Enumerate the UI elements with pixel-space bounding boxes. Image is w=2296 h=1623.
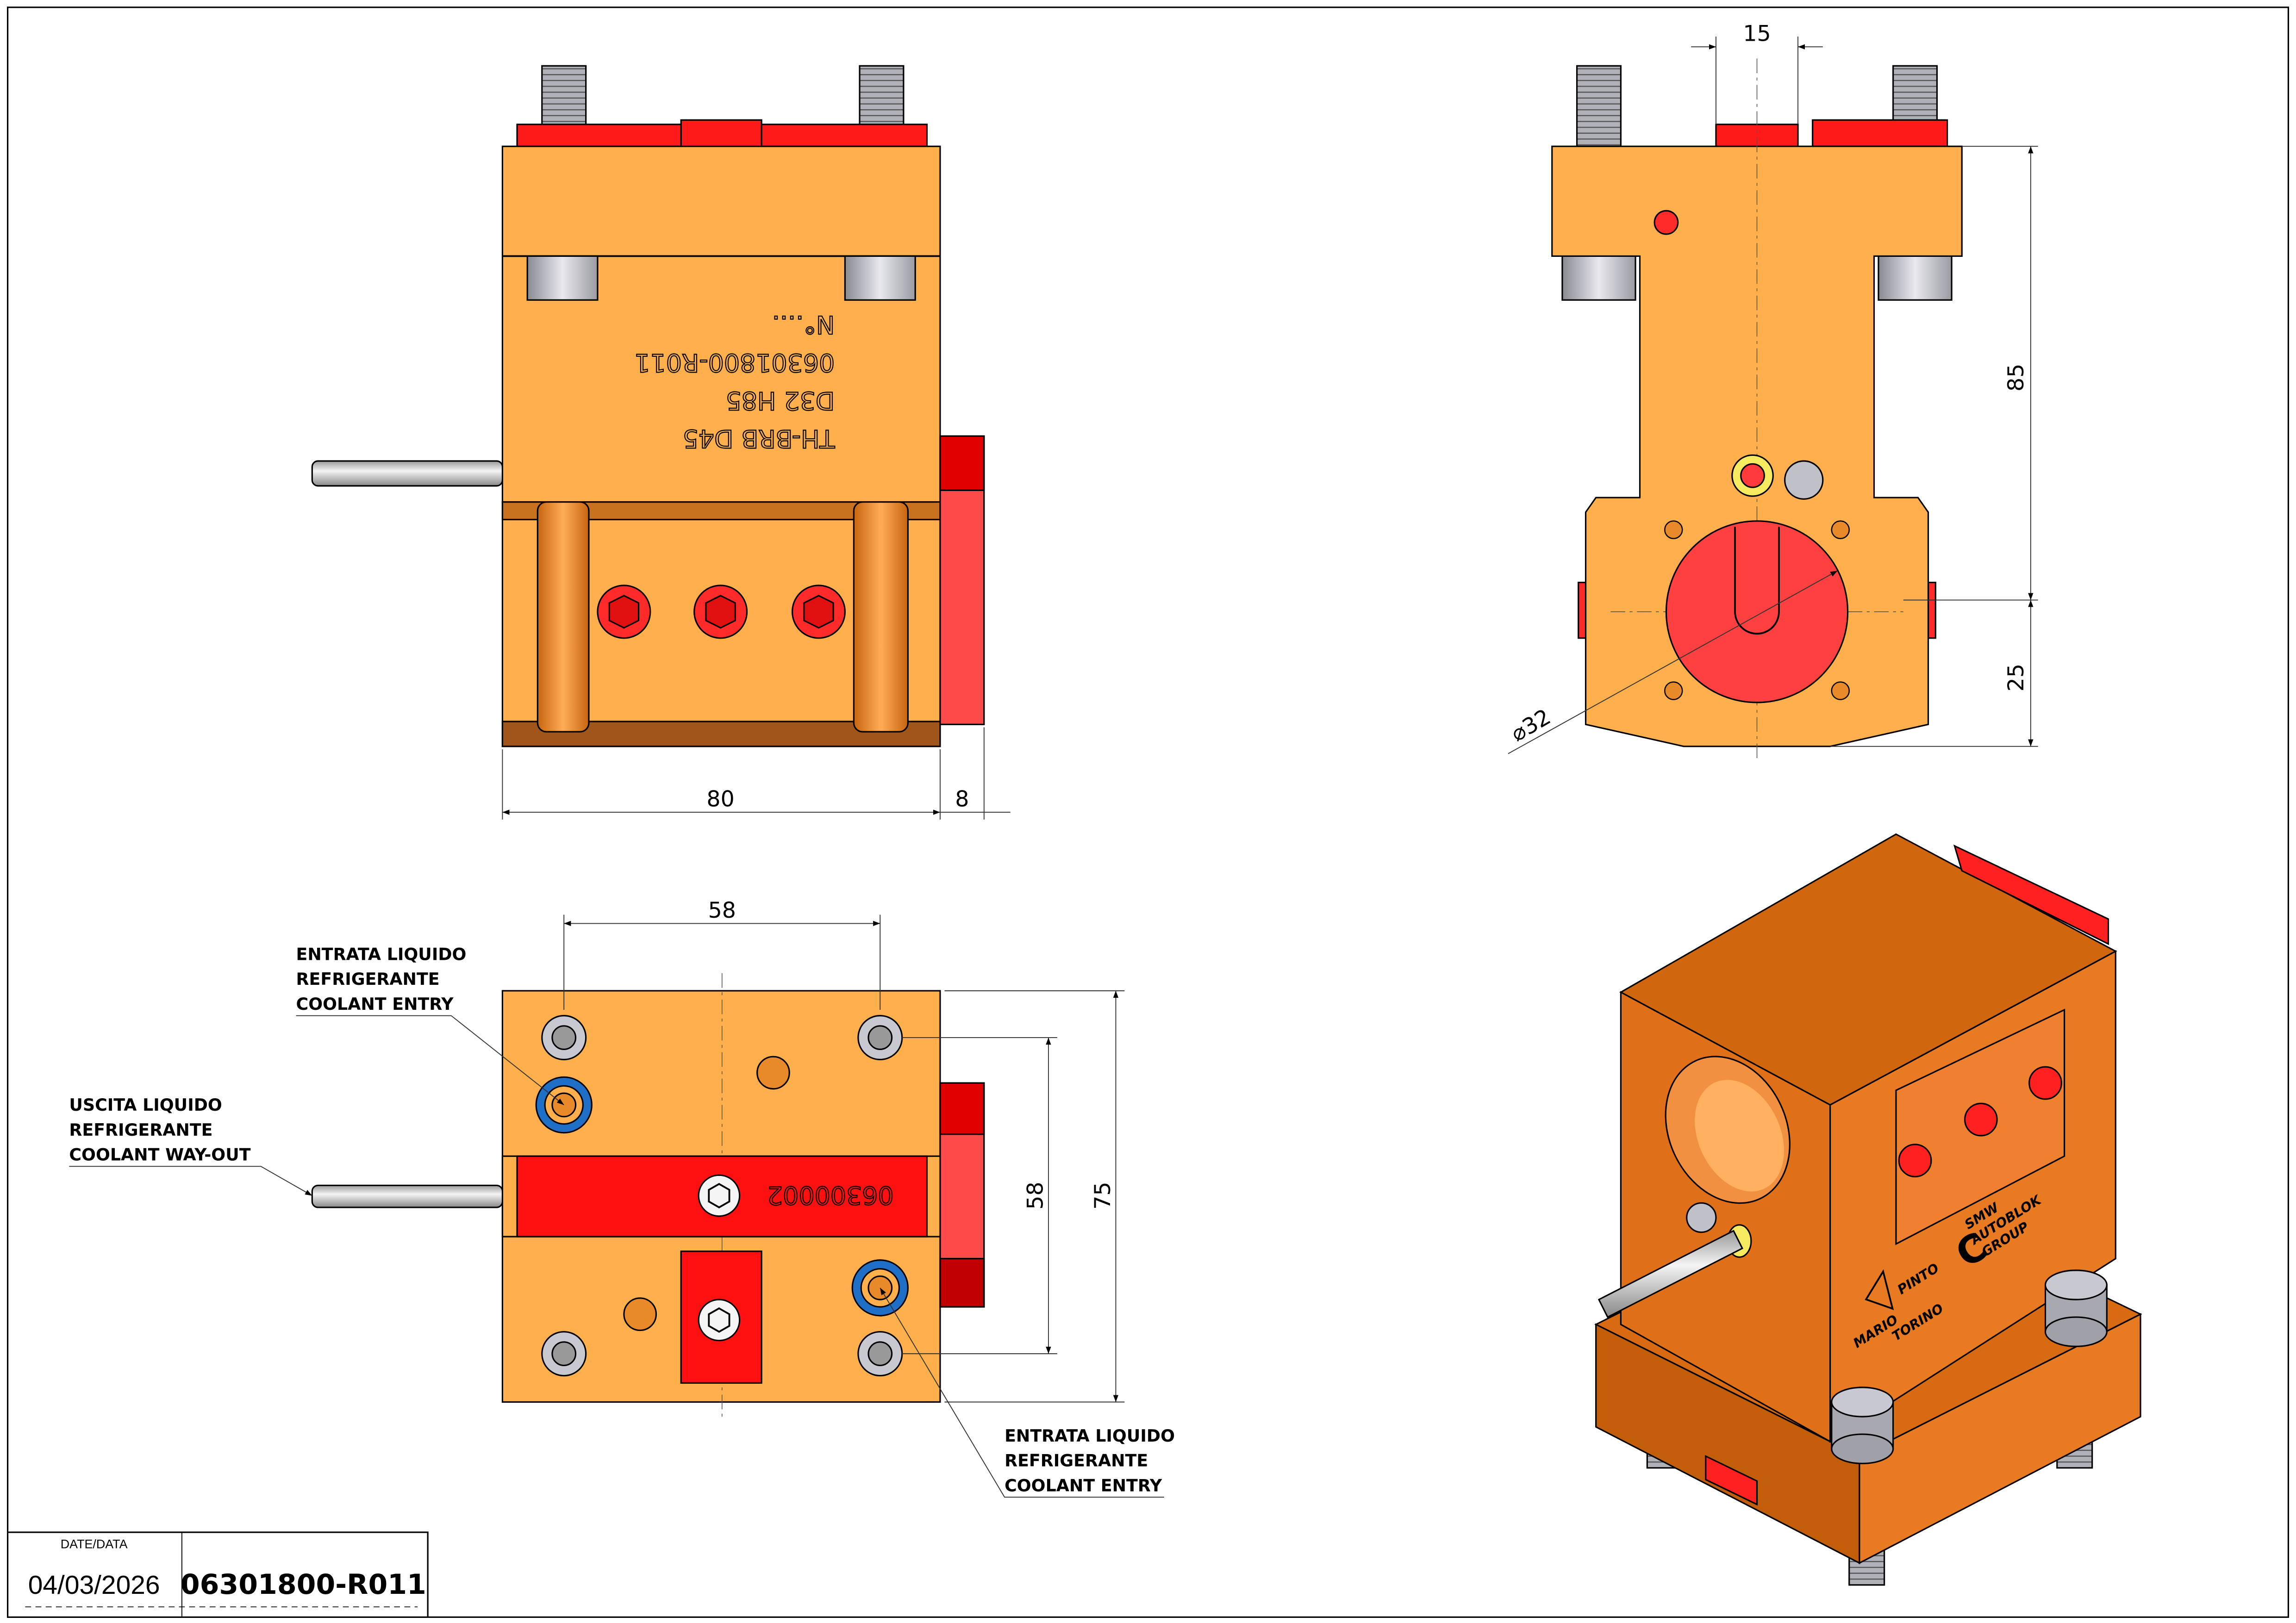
hex-screw bbox=[698, 1174, 741, 1217]
date-value: 04/03/2026 bbox=[28, 1570, 160, 1600]
guide-pin bbox=[844, 255, 916, 301]
dim-top: 15 bbox=[1743, 21, 1771, 47]
isometric-view: MARIO PINTO TORINO SMW AUTOBLOK GROUP C bbox=[1594, 833, 2142, 1586]
copper-hole bbox=[623, 1297, 657, 1331]
mounting-holes bbox=[1664, 520, 1850, 700]
dim-plate: 8 bbox=[955, 786, 969, 812]
engraving-line-1: TH-BRB D45 bbox=[683, 424, 836, 454]
dim-width: 80 bbox=[706, 786, 734, 812]
bore-slot bbox=[1734, 527, 1780, 635]
copper-hole bbox=[756, 1056, 790, 1090]
coolant-rod bbox=[1597, 1230, 1744, 1318]
bottom-view: 06300002 58 58 75 ENTRATA LIQUIDO bbox=[69, 898, 1175, 1498]
bore bbox=[1665, 520, 1849, 703]
side-view: 15 85 25 ⌀32 bbox=[1507, 21, 2038, 761]
label-coolant-entry-bottom: ENTRATA LIQUIDO REFRIGERANTE COOLANT ENT… bbox=[880, 1287, 1175, 1498]
guide-pin bbox=[1878, 255, 1953, 301]
side-plate-top bbox=[939, 435, 985, 491]
red-screws bbox=[597, 585, 846, 639]
copper-pillar bbox=[853, 501, 909, 733]
grey-screws bbox=[541, 1015, 903, 1377]
red-top-bar bbox=[1812, 119, 1948, 147]
label-line: COOLANT WAY-OUT bbox=[69, 1145, 250, 1165]
dim-hole-spacing-v: 58 bbox=[1023, 1181, 1048, 1209]
dim-lower: 25 bbox=[2003, 664, 2029, 691]
drawing-number: 06301800-R011 bbox=[181, 1568, 426, 1601]
copper-pillar bbox=[537, 501, 590, 733]
title-block: DATE/DATA 04/03/2026 06301800-R011 bbox=[6, 1531, 429, 1618]
label-line: REFRIGERANTE bbox=[1004, 1451, 1148, 1471]
label-line: USCITA LIQUIDO bbox=[69, 1095, 222, 1115]
guide-pin bbox=[526, 255, 599, 301]
cap-screw bbox=[1831, 1387, 1894, 1464]
drawing-frame bbox=[6, 6, 2290, 1618]
coolant-rod bbox=[311, 460, 504, 487]
engraving-line-4: N°.... bbox=[772, 310, 835, 339]
red-screws bbox=[1898, 1066, 2062, 1178]
label-coolant-exit: USCITA LIQUIDO REFRIGERANTE COOLANT WAY-… bbox=[69, 1095, 312, 1196]
engraving: TH-BRB D45 D32 H85 06301800-R011 N°.... bbox=[634, 310, 836, 454]
label-line: COOLANT ENTRY bbox=[296, 994, 454, 1014]
small-screw bbox=[1653, 210, 1679, 235]
engraving-line-3: 06301800-R011 bbox=[634, 348, 835, 377]
dim-hole-spacing-h: 58 bbox=[708, 898, 736, 923]
base-right bbox=[1859, 1313, 2141, 1564]
dim-total-height: 75 bbox=[1090, 1181, 1116, 1209]
label-line: ENTRATA LIQUIDO bbox=[1004, 1426, 1175, 1446]
date-label: DATE/DATA bbox=[61, 1537, 128, 1551]
coolant-rod bbox=[311, 1184, 504, 1208]
cap-screw bbox=[2044, 1269, 2108, 1347]
label-coolant-entry-top: ENTRATA LIQUIDO REFRIGERANTE COOLANT ENT… bbox=[296, 944, 564, 1106]
engraving-line-2: D32 H85 bbox=[726, 386, 835, 415]
bar-engraving: 06300002 bbox=[767, 1181, 894, 1210]
label-line: REFRIGERANTE bbox=[296, 969, 440, 989]
grey-screw bbox=[1686, 1202, 1717, 1233]
red-plate bbox=[1953, 844, 2109, 945]
front-view: TH-BRB D45 D32 H85 06301800-R011 N°.... … bbox=[311, 65, 1011, 820]
label-line: COOLANT ENTRY bbox=[1004, 1475, 1162, 1495]
grey-screw bbox=[1784, 460, 1824, 500]
bolt bbox=[1576, 65, 1622, 147]
label-line: ENTRATA LIQUIDO bbox=[296, 944, 467, 964]
dim-bore: ⌀32 bbox=[1507, 704, 1555, 747]
hex-screw bbox=[698, 1299, 741, 1342]
dim-height: 85 bbox=[2003, 364, 2029, 392]
guide-pin bbox=[1561, 255, 1636, 301]
label-line: REFRIGERANTE bbox=[69, 1120, 212, 1140]
